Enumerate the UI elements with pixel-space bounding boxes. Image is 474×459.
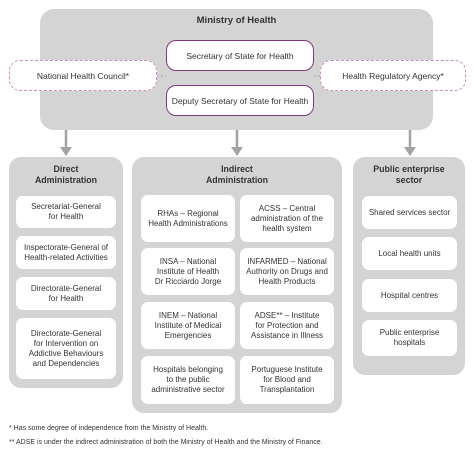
public-item: Local health units [362, 237, 457, 270]
deputy-box: Deputy Secretary of State for Health [166, 85, 314, 116]
arrow-indirect-head [231, 147, 243, 156]
arrow-public-head [404, 147, 416, 156]
council-box: National Health Council* [9, 60, 157, 91]
regulatory-box: Health Regulatory Agency* [320, 60, 466, 91]
public-item: Shared services sector [362, 196, 457, 229]
footnote-single-asterisk: * Has some degree of independence from t… [9, 425, 209, 432]
secretary-box: Secretary of State for Health [166, 40, 314, 71]
public-item: Hospital centres [362, 279, 457, 312]
ministry-title: Ministry of Health [196, 15, 277, 26]
footnote-double-asterisk: ** ADSE is under the indirect administra… [9, 439, 323, 446]
arrow-direct-head [60, 147, 72, 156]
